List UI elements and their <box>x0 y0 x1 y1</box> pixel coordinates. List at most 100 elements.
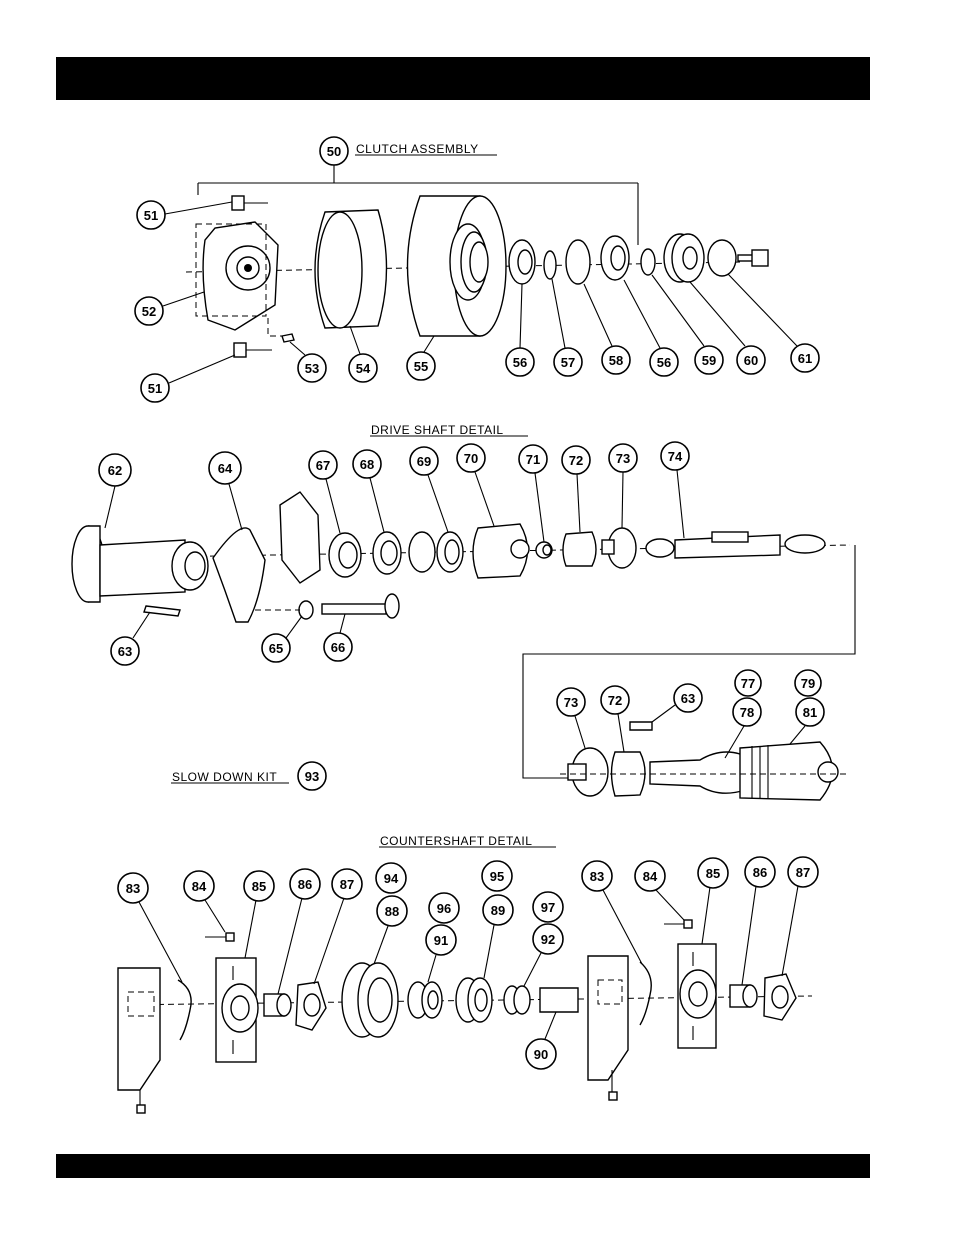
callout-59: 59 <box>695 346 723 374</box>
svg-text:96: 96 <box>437 901 451 916</box>
flange-bearing-87-left <box>296 982 326 1030</box>
svg-text:88: 88 <box>385 904 399 919</box>
callout-74: 74 <box>661 442 689 470</box>
svg-text:72: 72 <box>569 453 583 468</box>
seal-67 <box>329 533 361 577</box>
bearing-69 <box>409 532 463 572</box>
svg-text:87: 87 <box>340 877 354 892</box>
callout-81: 81 <box>796 698 824 726</box>
svg-text:78: 78 <box>740 705 754 720</box>
callout-64: 64 <box>209 452 241 484</box>
countershaft-title: COUNTERSHAFT DETAIL <box>380 834 532 848</box>
callout-92: 92 <box>533 924 563 954</box>
clutch-housing <box>196 222 278 330</box>
snap-ring-58 <box>566 240 590 284</box>
callout-52: 52 <box>135 297 163 325</box>
bearing-plate-85-left <box>216 958 258 1062</box>
callout-68: 68 <box>353 450 381 478</box>
callout-57: 57 <box>554 348 582 376</box>
svg-text:51: 51 <box>144 208 158 223</box>
clutch-assembly-title: CLUTCH ASSEMBLY <box>356 142 479 156</box>
svg-text:52: 52 <box>142 304 156 319</box>
callout-86-right: 86 <box>745 857 775 887</box>
svg-text:51: 51 <box>148 381 162 396</box>
callout-58: 58 <box>602 346 630 374</box>
callout-97: 97 <box>533 892 563 922</box>
guard-plate-left <box>118 968 191 1113</box>
svg-text:68: 68 <box>360 457 374 472</box>
countershaft-90 <box>540 988 578 1012</box>
callout-72-a: 72 <box>562 446 590 474</box>
callout-78: 78 <box>733 698 761 726</box>
pulley-88 <box>342 963 398 1037</box>
coupling-72-lower <box>612 752 646 796</box>
svg-text:90: 90 <box>534 1047 548 1062</box>
svg-text:63: 63 <box>118 644 132 659</box>
svg-text:57: 57 <box>561 355 575 370</box>
svg-text:94: 94 <box>384 871 399 886</box>
bolt-66 <box>322 594 399 618</box>
svg-text:61: 61 <box>798 351 812 366</box>
svg-text:92: 92 <box>541 932 555 947</box>
callout-73-a: 73 <box>609 444 637 472</box>
drive-shaft-section: DRIVE SHAFT DETAIL <box>72 423 855 800</box>
collar-86-left <box>264 994 291 1016</box>
svg-text:55: 55 <box>414 359 428 374</box>
svg-text:86: 86 <box>298 877 312 892</box>
callout-85-right: 85 <box>698 858 728 888</box>
clutch-assembly-section: CLUTCH ASSEMBLY <box>135 137 819 402</box>
svg-text:70: 70 <box>464 451 478 466</box>
bolt-top <box>232 196 268 210</box>
svg-text:63: 63 <box>681 691 695 706</box>
svg-text:56: 56 <box>513 355 527 370</box>
slow-down-shaft <box>650 742 838 800</box>
callout-50: 50 <box>320 137 348 165</box>
callout-87-right: 87 <box>788 857 818 887</box>
callout-79: 79 <box>795 670 821 696</box>
pin-63 <box>144 606 180 616</box>
svg-text:97: 97 <box>541 900 555 915</box>
svg-text:84: 84 <box>643 869 658 884</box>
u-joint <box>280 492 320 583</box>
bearing-plate-85-right <box>678 944 716 1048</box>
callout-85-left: 85 <box>244 871 274 901</box>
retaining-ring-57 <box>544 251 556 279</box>
bearing-68 <box>373 532 401 574</box>
svg-text:85: 85 <box>252 879 266 894</box>
callout-96: 96 <box>429 893 459 923</box>
washer-59 <box>641 249 655 275</box>
drive-shaft-74 <box>646 532 825 558</box>
callout-84-right: 84 <box>635 861 665 891</box>
hub-91 <box>408 982 442 1018</box>
svg-text:85: 85 <box>706 866 720 881</box>
callout-90: 90 <box>526 1039 556 1069</box>
callout-89: 89 <box>483 895 513 925</box>
clutch-drum <box>408 196 507 336</box>
svg-text:74: 74 <box>668 449 683 464</box>
svg-text:83: 83 <box>590 869 604 884</box>
clamp-73 <box>602 528 636 568</box>
callout-62: 62 <box>99 454 131 486</box>
callout-93: 93 <box>298 762 326 790</box>
screw-84-left <box>205 933 234 941</box>
svg-text:93: 93 <box>305 769 319 784</box>
svg-text:87: 87 <box>796 865 810 880</box>
svg-text:73: 73 <box>616 451 630 466</box>
callout-60: 60 <box>737 346 765 374</box>
svg-text:81: 81 <box>803 705 817 720</box>
svg-text:54: 54 <box>356 361 371 376</box>
svg-text:59: 59 <box>702 353 716 368</box>
callout-69: 69 <box>410 447 438 475</box>
guard-plate-right <box>588 956 651 1100</box>
callout-51-top: 51 <box>137 201 165 229</box>
svg-text:72: 72 <box>608 693 622 708</box>
callout-94: 94 <box>376 863 406 893</box>
washer-61 <box>708 240 736 276</box>
svg-text:91: 91 <box>434 933 448 948</box>
callout-88: 88 <box>377 896 407 926</box>
svg-text:79: 79 <box>801 676 815 691</box>
svg-text:89: 89 <box>491 903 505 918</box>
clutch-pin <box>282 334 294 342</box>
svg-text:64: 64 <box>218 461 233 476</box>
